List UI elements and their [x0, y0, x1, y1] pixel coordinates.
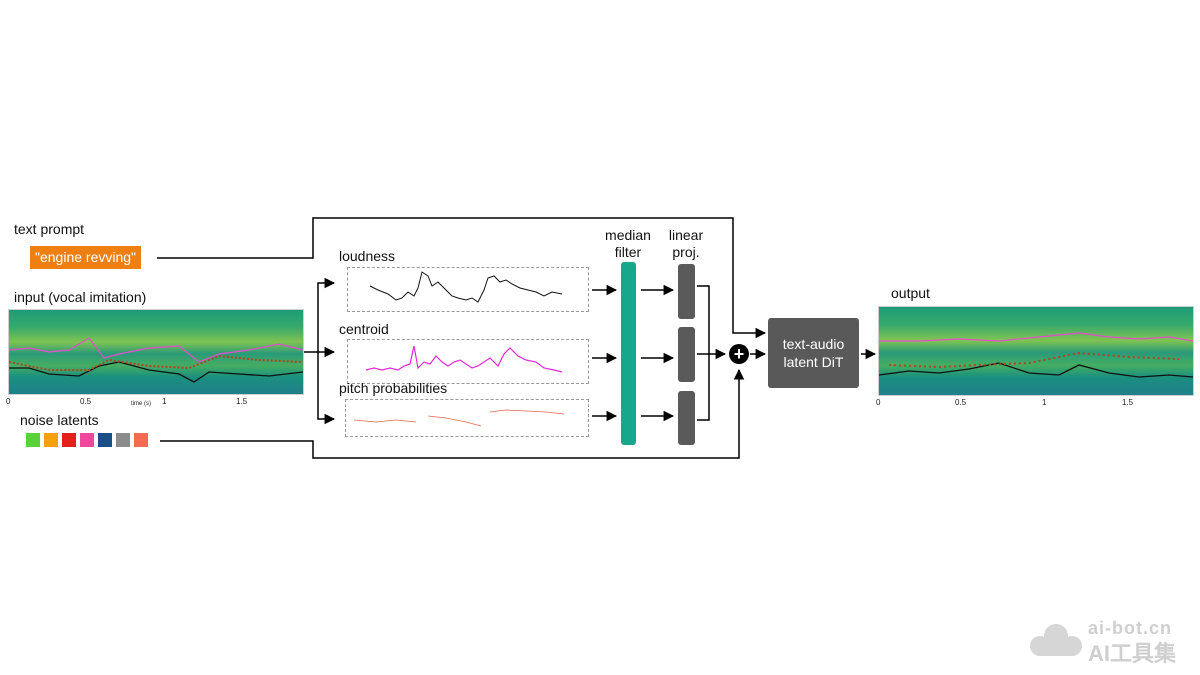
noise-swatch-4 — [80, 433, 94, 447]
centroid-box — [347, 339, 589, 384]
noise-swatch-7 — [134, 433, 148, 447]
input-to-pitch-arrow — [317, 352, 336, 425]
output-spectrogram-overlay — [879, 332, 1193, 378]
input-spectrogram — [8, 309, 304, 395]
input-loudness-curve — [9, 361, 303, 383]
watermark-domain: ai-bot.cn — [1088, 618, 1172, 638]
output-tick-1: 0.5 — [955, 398, 967, 407]
loudness-curve — [369, 271, 563, 303]
output-label: output — [891, 285, 930, 301]
text-audio-dit-box: text-audio latent DiT — [768, 318, 859, 388]
loudness-label: loudness — [339, 248, 396, 264]
loudness-plot — [369, 271, 563, 303]
noise-swatch-5 — [98, 433, 112, 447]
input-label: input (vocal imitation) — [14, 289, 147, 305]
output-tick-2: 1 — [1042, 398, 1047, 407]
noise-swatch-3 — [62, 433, 76, 447]
output-centroid-curve — [879, 332, 1193, 342]
linear-proj-block-3 — [678, 391, 695, 445]
text-prompt-label: text prompt — [14, 221, 85, 237]
dit-label-line2: latent DiT — [783, 354, 844, 370]
plus-circle — [729, 344, 749, 364]
linear-proj-label: linear proj. — [666, 227, 706, 261]
output-spectrogram — [878, 306, 1194, 396]
input-centroid-curve — [9, 337, 303, 363]
watermark-brand: AI工具集 — [1088, 641, 1177, 666]
noise-swatch-2 — [44, 433, 58, 447]
input-tick-2: 1 — [162, 397, 167, 406]
time-axis-label: time (s) — [131, 401, 151, 407]
noise-swatch-6 — [116, 433, 130, 447]
pitch-segment-2 — [427, 415, 482, 427]
watermark-logo-icon — [1026, 620, 1086, 660]
input-to-loudness-arrow — [317, 277, 336, 352]
median-filter-line2: filter — [614, 244, 642, 260]
median-filter-line1: median — [605, 227, 651, 243]
output-pitch-dots — [888, 351, 1180, 369]
output-tick-0: 0 — [876, 398, 881, 407]
noise-latents-label: noise latents — [20, 412, 99, 428]
linear-proj-line2: proj. — [672, 244, 700, 260]
pitch-probabilities-label: pitch probabilities — [339, 380, 448, 396]
noise-swatch-1 — [26, 433, 40, 447]
input-tick-1: 0.5 — [80, 397, 92, 406]
output-tick-3: 1.5 — [1122, 398, 1134, 407]
input-spectrogram-overlay — [9, 337, 303, 383]
loudness-box — [347, 267, 589, 312]
centroid-label: centroid — [339, 321, 389, 337]
input-tick-3: 1.5 — [236, 397, 248, 406]
median-filter-bar — [621, 262, 636, 445]
linear-proj-block-2 — [678, 327, 695, 382]
proj-merge-bracket — [697, 285, 710, 421]
centroid-curve — [365, 345, 563, 373]
linear-proj-block-1 — [678, 264, 695, 319]
prompt-chip: "engine revving" — [30, 246, 142, 269]
noise-swatches — [26, 433, 154, 449]
input-tick-0: 0 — [6, 397, 11, 406]
output-loudness-curve — [879, 362, 1193, 378]
centroid-plot — [365, 345, 563, 373]
linear-proj-line1: linear — [668, 227, 704, 243]
pitch-plot — [353, 409, 565, 427]
prompt-to-dit-line — [157, 217, 767, 339]
watermark-cloud-icon — [1030, 624, 1082, 656]
median-filter-label: median filter — [603, 227, 653, 261]
pitch-segment-1 — [353, 419, 417, 423]
dit-label-line1: text-audio — [782, 336, 845, 352]
pitch-segment-3 — [489, 409, 565, 415]
noise-to-plus-line — [160, 368, 745, 459]
pitch-probabilities-box — [345, 399, 589, 437]
plus-symbol: + — [733, 344, 745, 364]
